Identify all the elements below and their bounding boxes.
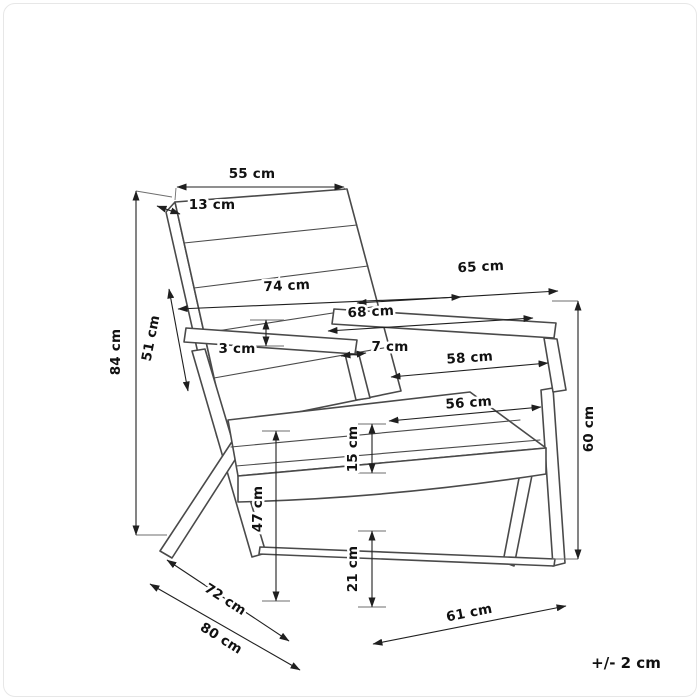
dim-label-15cm: 15 cm — [345, 426, 361, 473]
dim-line-68cm — [327, 315, 534, 334]
dim-label-7cm: 7 cm — [372, 339, 409, 355]
dim-label-68cm: 68 cm — [347, 303, 394, 321]
dim-label-47cm: 47 cm — [250, 486, 266, 533]
dim-label-3cm: 3 cm — [219, 341, 256, 357]
backrest-seams — [183, 224, 390, 379]
dim-label-65cm: 65 cm — [457, 258, 504, 276]
dim-label-72cm: 72 cm — [201, 580, 249, 619]
dim-line-51cm — [167, 288, 190, 392]
right-frame-rear-leg — [540, 387, 566, 567]
dim-label-51cm: 51 cm — [139, 314, 164, 363]
dim-label-58cm: 58 cm — [446, 348, 494, 367]
dim-line-74cm — [177, 293, 462, 313]
dim-line-56cm — [388, 404, 542, 424]
seat-cushion-front — [237, 447, 547, 503]
dim-label-56cm: 56 cm — [445, 393, 493, 412]
right-armrest-support — [543, 337, 567, 393]
dim-label-60cm: 60 cm — [581, 406, 597, 453]
dim-line-7cm — [340, 350, 367, 359]
dim-label-74cm: 74 cm — [263, 277, 310, 295]
frame-stretcher — [258, 546, 556, 567]
dim-label-84cm: 84 cm — [108, 329, 124, 376]
dim-line-58cm — [390, 360, 549, 380]
chair-line-art — [159, 188, 567, 567]
dim-label-13cm: 13 cm — [189, 197, 236, 213]
dimension-lines — [132, 183, 582, 671]
tolerance-note: +/- 2 cm — [591, 654, 661, 672]
dim-line-13cm — [156, 205, 181, 215]
dim-line-80cm — [149, 583, 301, 671]
dim-line-61cm — [372, 604, 567, 646]
dim-label-21cm: 21 cm — [345, 546, 361, 593]
dim-label-55cm: 55 cm — [229, 166, 276, 182]
